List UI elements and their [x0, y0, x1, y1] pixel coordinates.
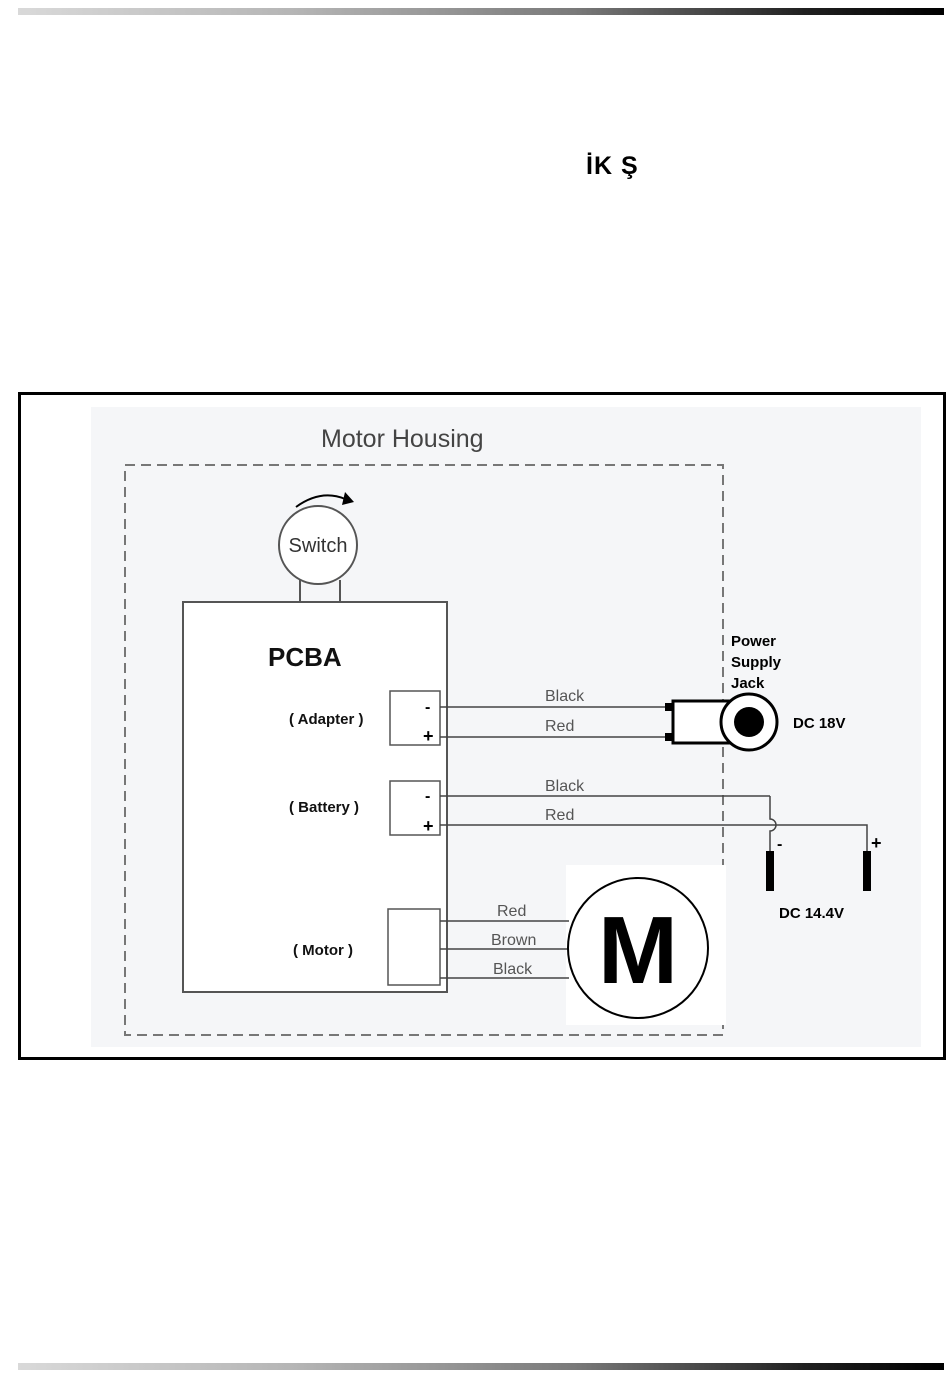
- switch-label: Switch: [289, 535, 348, 557]
- diagram-frame: Motor Housing Switch PCBA ( Adapter ) - …: [18, 392, 946, 1060]
- motor-housing-label: Motor Housing: [321, 425, 484, 453]
- battery-black-wire-label: Black: [545, 778, 585, 795]
- battery-terminal-minus: -: [777, 836, 782, 853]
- adapter-red-wire-label: Red: [545, 718, 574, 735]
- wiring-diagram: Motor Housing Switch PCBA ( Adapter ) - …: [21, 395, 943, 1057]
- dc18-label: DC 18V: [793, 715, 846, 732]
- motor-black-wire-label: Black: [493, 961, 533, 978]
- motor-brown-wire-label: Brown: [491, 932, 536, 949]
- jack-label-jack: Jack: [731, 675, 765, 692]
- adapter-label: ( Adapter ): [289, 711, 363, 728]
- motor-connector-label: ( Motor ): [293, 942, 353, 959]
- adapter-plus: +: [423, 726, 434, 746]
- top-gradient-rule: [18, 8, 944, 15]
- battery-pos-terminal: [863, 851, 871, 891]
- pcba-label: PCBA: [268, 642, 342, 672]
- battery-label: ( Battery ): [289, 799, 359, 816]
- motor-symbol: M: [598, 897, 678, 1004]
- battery-neg-terminal: [766, 851, 774, 891]
- adapter-minus: -: [425, 699, 430, 716]
- jack-center-pin: [734, 707, 764, 737]
- motor-red-wire-label: Red: [497, 903, 526, 920]
- jack-label-supply: Supply: [731, 654, 782, 671]
- battery-red-wire-label: Red: [545, 807, 574, 824]
- battery-minus: -: [425, 788, 430, 805]
- bottom-gradient-rule: [18, 1363, 944, 1370]
- dc144-label: DC 14.4V: [779, 905, 844, 922]
- motor-connector: [388, 909, 440, 985]
- battery-plus: +: [423, 816, 434, 836]
- jack-label-power: Power: [731, 633, 776, 650]
- adapter-black-wire-label: Black: [545, 688, 585, 705]
- header-text: İK Ş: [586, 152, 639, 181]
- battery-terminal-plus: +: [871, 833, 882, 853]
